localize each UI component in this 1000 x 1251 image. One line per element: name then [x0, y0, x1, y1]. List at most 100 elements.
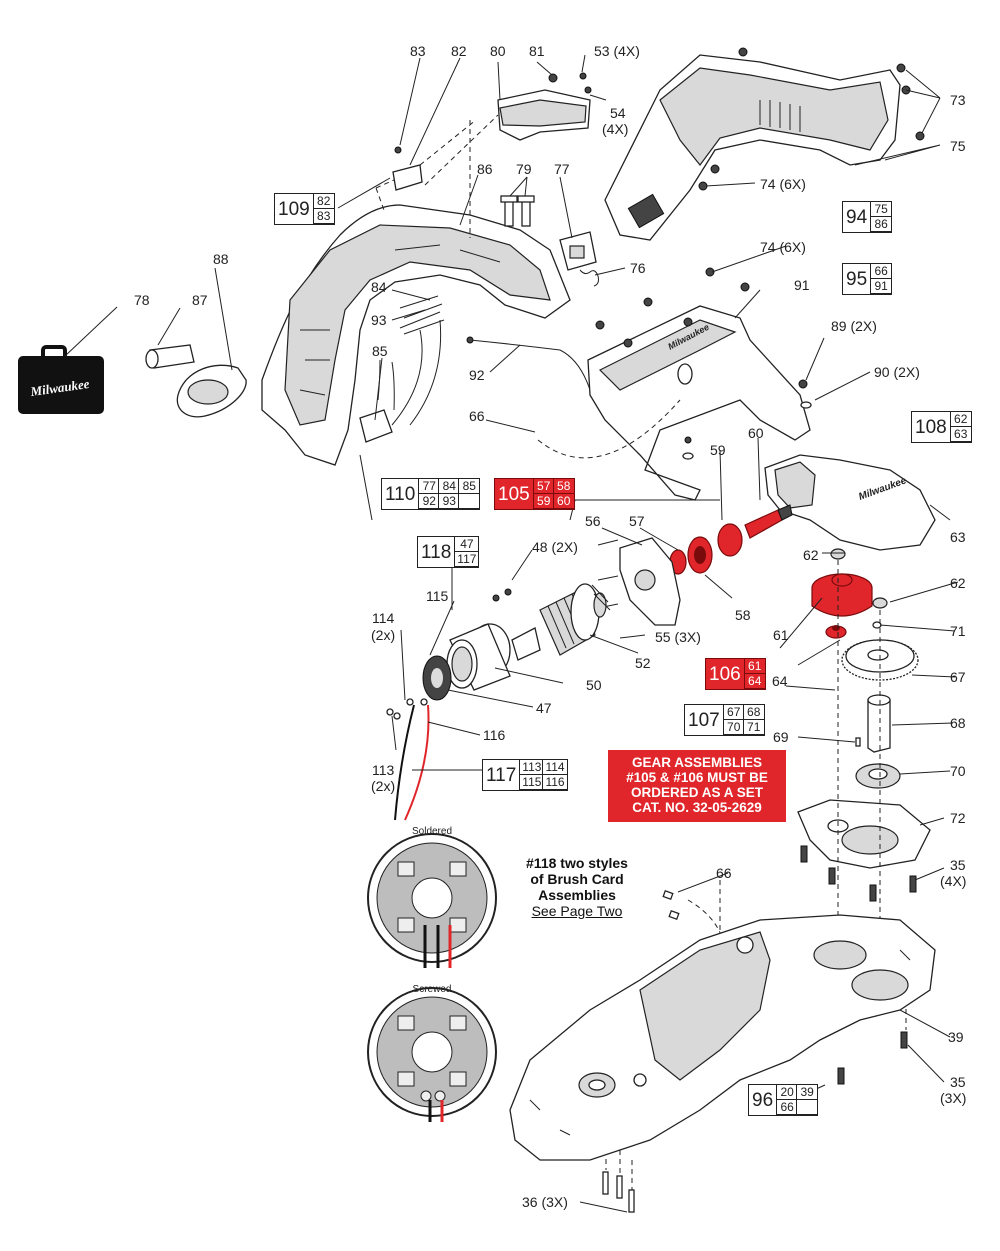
callout-label: 79 [516, 161, 532, 177]
kit-part: 83 [312, 209, 334, 224]
magnet-ring-50 [446, 623, 511, 691]
callout-label: 68 [950, 715, 966, 731]
callout-label: 47 [536, 700, 552, 716]
kit-id: 107 [685, 705, 724, 735]
kit-part: 70 [722, 720, 744, 735]
callout-label: 61 [773, 627, 789, 643]
callout-label: 91 [794, 277, 810, 293]
kit-part: 91 [870, 279, 892, 294]
note-line: #118 two styles [526, 855, 628, 871]
soldered-label: Soldered [412, 826, 452, 837]
kit-95: 95 66 91 [842, 263, 893, 295]
kit-part: 66 [870, 264, 892, 279]
callout-label: (4X) [940, 873, 966, 889]
callout-label: (4X) [602, 121, 628, 137]
callout-label: 66 [716, 865, 732, 881]
callout-label: 67 [950, 669, 966, 685]
callout-label: 76 [630, 260, 646, 276]
kit-part: 75 [870, 202, 892, 217]
screws-35-36 [602, 845, 917, 1213]
kit-part: 57 [532, 479, 554, 494]
kit-part: 115 [519, 775, 544, 790]
callout-label: 39 [948, 1029, 964, 1045]
handle-assembly-94 [604, 47, 925, 241]
brush-card-screwed: Screwed [367, 984, 497, 1122]
kit-part: 66 [776, 1100, 798, 1115]
callout-label: 54 [610, 105, 626, 121]
callout-label: 50 [586, 677, 602, 693]
callout-label: (2x) [371, 627, 395, 643]
screwed-label: Screwed [413, 984, 452, 995]
kit-part: 82 [312, 194, 334, 209]
note-line: CAT. NO. 32-05-2629 [632, 800, 762, 815]
gear-stack-107 [719, 560, 931, 1000]
kit-part: 60 [552, 494, 574, 509]
kit-part: 84 [438, 479, 460, 494]
callout-label: 81 [529, 43, 545, 59]
kit-id: 95 [843, 264, 872, 294]
kit-part: 58 [552, 479, 574, 494]
carrying-case-78: Milwaukee [18, 345, 104, 414]
callout-label: 115 [426, 588, 449, 604]
kit-id: 96 [749, 1085, 778, 1115]
callout-label: 89 (2X) [831, 318, 877, 334]
lower-housing-39 [509, 914, 936, 1161]
callout-label: 52 [635, 655, 651, 671]
callout-label: 82 [451, 43, 467, 59]
kit-118: 118 47 117 [417, 536, 480, 568]
kit-109: 109 82 83 [274, 193, 335, 225]
kit-part: 64 [743, 674, 765, 689]
callout-labels: 83 82 80 81 53 (4X) 54 (4X) 73 75 74 (6X… [134, 43, 966, 1210]
kit-id: 110 [382, 479, 420, 509]
housing-half-86 [261, 204, 571, 466]
gear-set-106 [811, 548, 888, 639]
kit-part [796, 1100, 818, 1115]
callout-label: 114 [372, 610, 395, 626]
callout-label: 60 [748, 425, 764, 441]
callout-label: 62 [950, 575, 966, 591]
bracket-56 [597, 537, 681, 626]
callout-label: 75 [950, 138, 966, 154]
kit-part: 86 [870, 217, 892, 232]
callout-label: 63 [950, 529, 966, 545]
callout-label: (2x) [371, 778, 395, 794]
kit-96: 96 20 39 66 [748, 1084, 819, 1116]
kit-id: 109 [275, 194, 314, 224]
note-line: GEAR ASSEMBLIES [631, 755, 763, 770]
kit-id: 108 [912, 412, 951, 442]
gear-set-105 [669, 504, 793, 575]
callout-label: (3X) [940, 1090, 966, 1106]
kit-part: 85 [458, 479, 480, 494]
callout-label: 80 [490, 43, 506, 59]
callout-label: 58 [735, 607, 751, 623]
kit-part: 67 [722, 705, 744, 720]
callout-label: 92 [469, 367, 485, 383]
callout-label: 69 [773, 729, 789, 745]
kit-106: 106 61 64 [705, 658, 766, 690]
kit-part: 77 [418, 479, 440, 494]
brush-card-47 [422, 655, 452, 701]
kit-part: 68 [742, 705, 764, 720]
callout-label: 113 [372, 762, 395, 778]
callout-label: 85 [372, 343, 388, 359]
kit-117: 117 113 114 115 116 [482, 759, 568, 791]
kit-part: 113 [519, 760, 544, 775]
kit-110: 110 77 84 85 92 93 [381, 478, 481, 510]
kit-id: 106 [706, 659, 745, 689]
kit-part: 39 [796, 1085, 818, 1100]
callout-label: 83 [410, 43, 426, 59]
callout-label: 35 [950, 1074, 966, 1090]
gear-assembly-note: GEAR ASSEMBLIES #105 & #106 MUST BE ORDE… [608, 750, 786, 822]
kit-part: 71 [742, 720, 764, 735]
callout-label: 93 [371, 312, 387, 328]
callout-label: 84 [371, 279, 387, 295]
callout-label: 57 [629, 513, 645, 529]
callout-label: 56 [585, 513, 601, 529]
kit-part: 63 [949, 427, 971, 442]
callout-label: 77 [554, 161, 570, 177]
callout-label: 90 (2X) [874, 364, 920, 380]
see-page-two-link[interactable]: See Page Two [531, 903, 623, 919]
callout-label: 62 [803, 547, 819, 563]
brush-card-note: #118 two styles of Brush Card Assemblies… [512, 855, 642, 919]
